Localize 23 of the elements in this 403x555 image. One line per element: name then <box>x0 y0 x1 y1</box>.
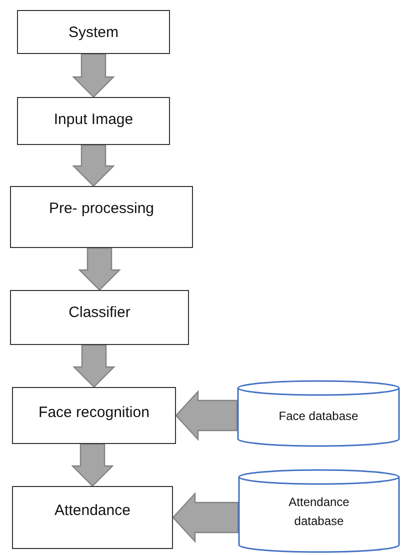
block-arrow <box>72 53 115 98</box>
node-label: Attendance <box>54 501 132 521</box>
database-cylinder <box>238 469 400 553</box>
node-label: Input Image <box>52 110 134 130</box>
process-box <box>12 387 176 444</box>
process-box <box>12 486 173 549</box>
process-box <box>10 290 189 345</box>
process-box <box>10 186 193 248</box>
block-arrow <box>71 443 114 487</box>
block-arrow <box>72 144 115 187</box>
node-label: Attendance database <box>288 494 350 530</box>
block-arrow <box>72 344 116 388</box>
process-box <box>17 97 170 145</box>
process-box <box>17 10 170 54</box>
node-label: Face database <box>278 408 360 425</box>
database-cylinder <box>237 380 400 447</box>
node-label: Pre- processing <box>48 199 156 219</box>
block-arrow <box>175 390 238 442</box>
node-label: Face recognition <box>38 403 150 423</box>
node-label: System <box>67 23 120 43</box>
block-arrow <box>78 247 121 291</box>
block-arrow <box>172 492 239 544</box>
node-label: Classifier <box>68 303 132 323</box>
